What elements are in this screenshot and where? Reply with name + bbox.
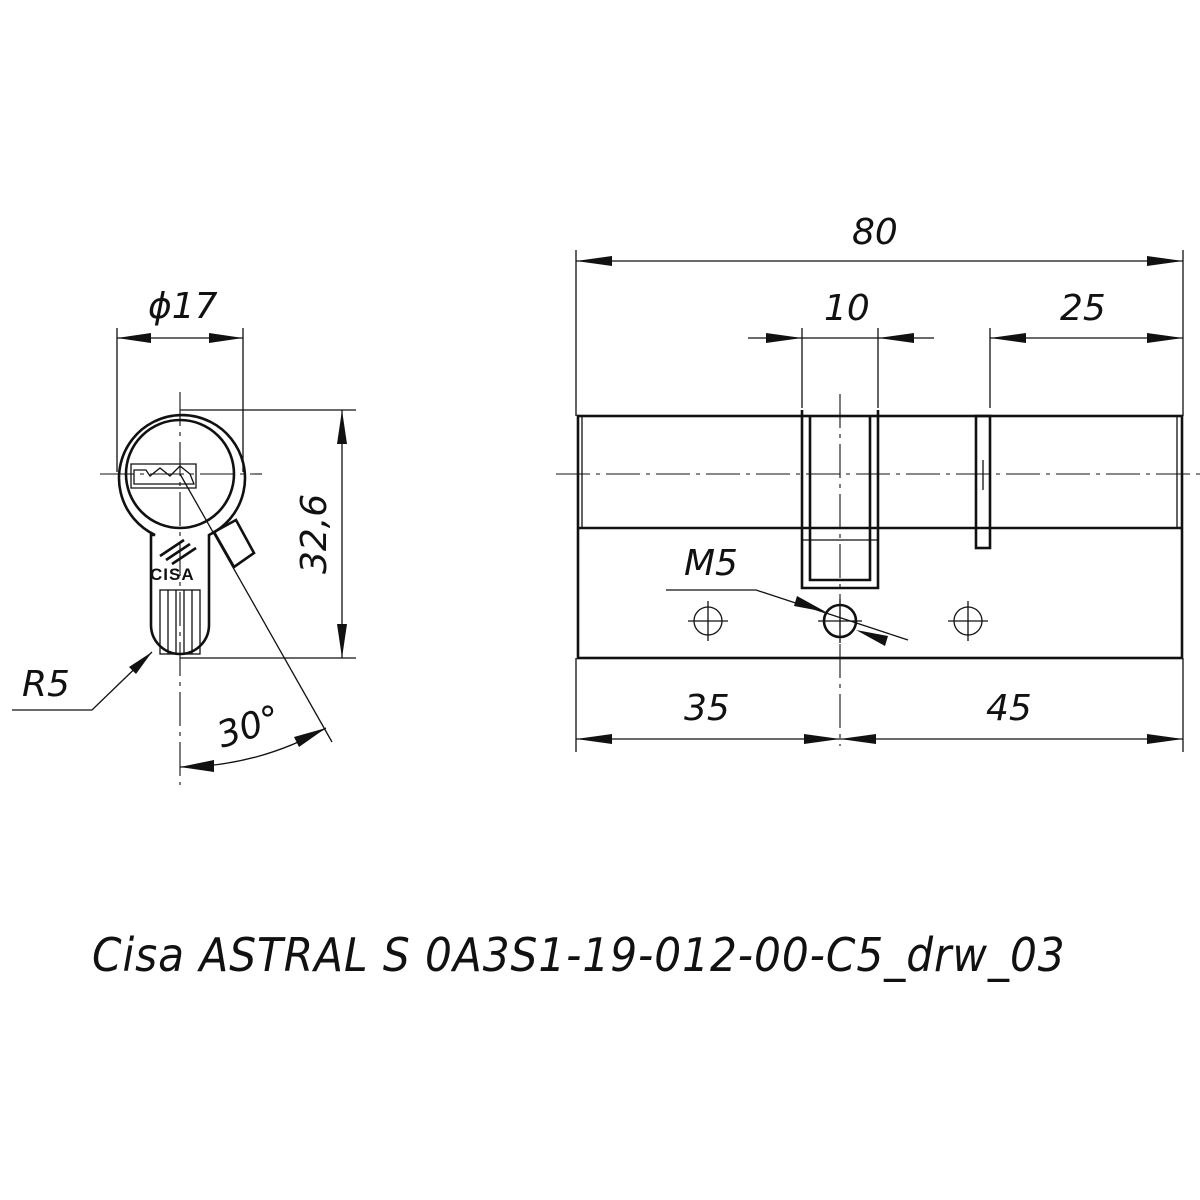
tail-ribs — [167, 590, 193, 654]
left-mount-hole — [688, 601, 728, 641]
right-offset-label: 45 — [986, 688, 1032, 729]
height-label: 32,6 — [294, 494, 335, 574]
m5-screw-hole — [818, 599, 862, 643]
radius-leader-line — [12, 651, 153, 711]
thread-label: M5 — [684, 543, 738, 584]
ribbed-tail — [159, 589, 201, 655]
profile-outline — [117, 413, 247, 656]
thread-leader-line — [666, 589, 909, 641]
diameter-label: ϕ17 — [148, 286, 218, 327]
angle-radial-line — [179, 473, 333, 743]
right-mount-hole — [948, 601, 988, 641]
cisa-logo-icon — [159, 538, 197, 566]
cylinder-body — [576, 414, 1184, 660]
cam — [808, 416, 872, 582]
logo-text: CISA — [150, 565, 195, 584]
plug-circle — [124, 418, 236, 530]
front-view: CISA ϕ17 32,6 R5 30° — [12, 286, 356, 785]
radius-label: R5 — [22, 664, 70, 705]
drawing-caption: Cisa ASTRAL S 0A3S1-19-012-00-C5_drw_03 — [92, 928, 1066, 982]
overall-length-label: 80 — [852, 212, 898, 253]
cam-width-label: 10 — [824, 288, 870, 329]
right-part-label: 25 — [1060, 288, 1106, 329]
angle-label: 30° — [212, 698, 285, 757]
keyway-profile — [130, 463, 197, 489]
cam-lever — [212, 518, 256, 569]
side-view: M5 80 10 25 35 45 — [556, 212, 1200, 752]
left-offset-label: 35 — [684, 688, 730, 729]
right-section-split — [974, 414, 992, 550]
